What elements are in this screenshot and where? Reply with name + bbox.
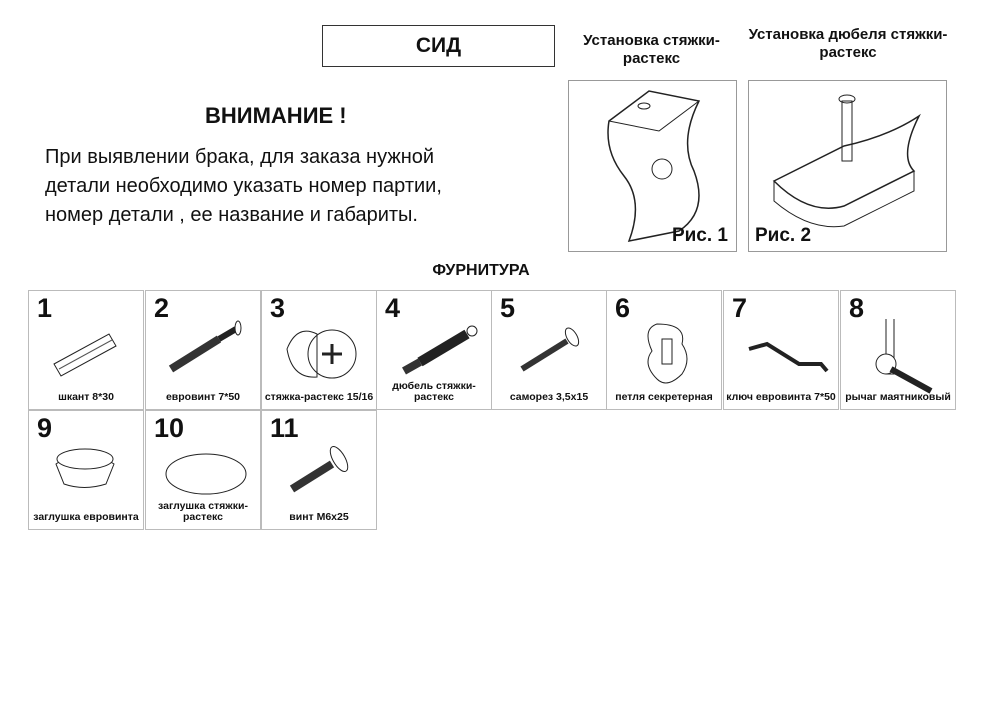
hardware-part-icon [520,327,580,372]
item-label: заглушка евровинта [33,511,139,523]
cam-lock-install-illustration [607,90,701,242]
hardware-part-icon [168,320,242,373]
item-number: 2 [154,293,170,323]
hardware-title: ФУРНИТУРА [432,262,530,279]
hardware-item: 6 петля секретерная [606,290,722,410]
document-title: СИД [322,25,555,67]
hardware-part-icon [402,325,478,375]
item-number: 11 [270,413,299,443]
hardware-item: 2 евровинт 7*50 [145,290,261,410]
figure-1-heading: Установка стяжки-растекс [583,32,720,67]
hardware-item: 4 дюбель стяжки-растекс [376,290,492,410]
dowel-install-illustration [772,94,921,228]
hardware-part-icon [165,453,247,495]
figure-2-heading: Установка дюбеля стяжки-растекс [748,26,948,61]
figure-1-label: Рис. 1 [671,225,728,246]
hardware-item: 5 саморез 3,5х15 [491,290,607,410]
hardware-item: 3 стяжка-растекс 15/16 [261,290,377,410]
item-label: стяжка-растекс 15/16 [264,391,374,403]
item-number: 3 [270,293,286,323]
item-label: рычаг маятниковый [845,391,951,403]
warning-line: номер детали , ее название и габариты. [45,204,418,226]
item-label: ключ евровинта 7*50 [726,391,836,403]
item-number: 10 [154,413,185,443]
item-number: 6 [615,293,631,323]
hardware-part-icon [55,448,115,488]
hardware-item: 10 заглушка стяжки-растекс [145,410,261,530]
item-label: винт М6х25 [289,511,349,523]
hardware-part-icon [53,333,117,377]
item-number: 9 [37,413,53,443]
hardware-item: 1 шкант 8*30 [28,290,144,410]
warning-line: При выявлении брака, для заказа нужной [45,146,435,168]
warning-title: ВНИМАНИЕ ! [205,103,347,128]
hardware-item: 7 ключ евровинта 7*50 [723,290,839,410]
item-number: 4 [385,293,401,323]
hardware-part-icon [286,329,357,379]
warning-line: детали необходимо указать номер партии, [45,175,442,197]
item-label: шкант 8*30 [58,391,114,403]
item-label: евровинт 7*50 [165,391,241,403]
item-label: заглушка стяжки-растекс [158,500,248,523]
item-number: 1 [37,293,53,323]
hardware-part-icon [875,319,933,394]
hardware-item: 11 винт М6х25 [261,410,377,530]
hardware-part-icon [647,323,688,384]
figure-2: Рис. 2 [748,80,947,252]
item-number: 8 [849,293,865,323]
item-label: дюбель стяжки-растекс [392,380,476,403]
hardware-item: 9 заглушка евровинта [28,410,144,530]
figure-1: Рис. 1 [568,80,737,252]
item-number: 5 [500,293,516,323]
item-label: петля секретерная [615,391,713,403]
figure-2-label: Рис. 2 [755,225,812,246]
item-label: саморез 3,5х15 [509,391,589,403]
hardware-item: 8 рычаг маятниковый [840,290,956,410]
item-number: 7 [732,293,748,323]
hardware-part-icon [748,341,829,373]
hardware-part-icon [289,446,349,493]
